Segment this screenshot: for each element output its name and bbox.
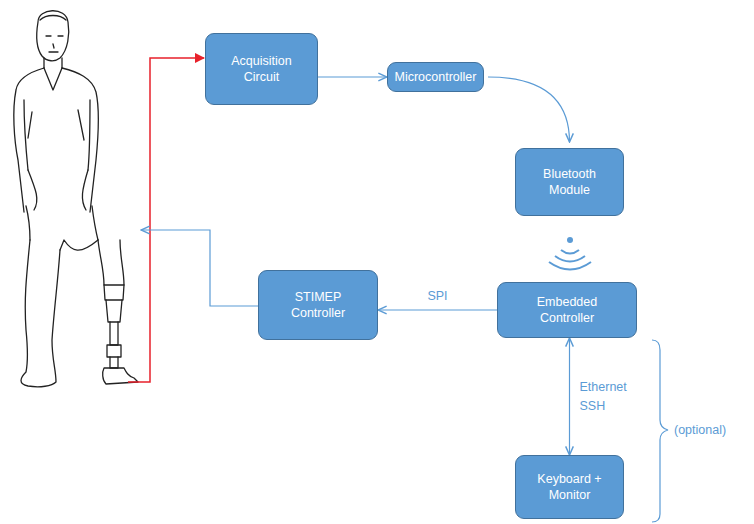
arrow-connector xyxy=(318,76,387,77)
process-box: STIMEP Controller xyxy=(258,270,378,340)
process-box: Keyboard + Monitor xyxy=(515,455,624,519)
arrow-connector xyxy=(569,338,570,455)
box-label: Microcontroller xyxy=(395,69,477,85)
process-box: Microcontroller xyxy=(387,62,484,92)
note-label: (optional) xyxy=(672,421,728,440)
stimulation-line xyxy=(141,230,258,306)
box-label: Keyboard + Monitor xyxy=(530,471,609,504)
box-label: STIMEP Controller xyxy=(271,289,365,322)
optional-bracket xyxy=(652,340,668,522)
arrow-connector xyxy=(378,309,497,310)
wireless-symbol xyxy=(549,237,591,270)
sensor-wire xyxy=(128,58,204,382)
process-box: Acquisition Circuit xyxy=(205,33,318,105)
edge-label: Ethernet SSH xyxy=(578,378,636,416)
box-label: Acquisition Circuit xyxy=(218,53,305,86)
process-box: Embedded Controller xyxy=(497,282,637,338)
process-box: Bluetooth Module xyxy=(515,148,624,216)
box-label: Bluetooth Module xyxy=(530,166,609,199)
edge-label: SPI xyxy=(425,287,449,306)
person-figure xyxy=(14,11,138,387)
arrow-connector xyxy=(488,77,570,142)
box-label: Embedded Controller xyxy=(520,294,614,327)
